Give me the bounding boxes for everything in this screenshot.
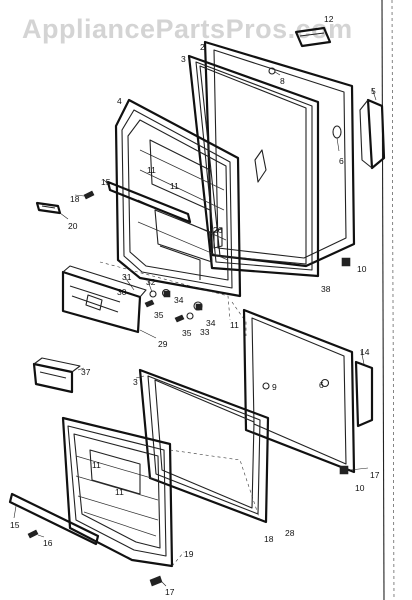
part-12-hinge-cover: [294, 26, 332, 48]
cabinet-edge: [381, 0, 385, 600]
callout-10: 10: [357, 264, 367, 274]
part-3-freezer-gasket: [187, 54, 320, 278]
callout-15: 15: [101, 177, 111, 187]
callout-11: 11: [147, 165, 156, 175]
part-10-upper-screw: [341, 257, 351, 267]
part-lower-inner-liner: [61, 416, 174, 568]
callout-11: 11: [170, 181, 179, 191]
callout-37: 37: [81, 367, 91, 377]
callout-35: 35: [154, 310, 164, 320]
callout-6: 6: [339, 156, 344, 166]
part-26-clip: [213, 227, 223, 249]
callout-17: 17: [165, 587, 175, 597]
callout-11: 11: [230, 320, 239, 330]
part-15-upper-shelf-bar: [103, 179, 192, 224]
callout-18: 18: [70, 194, 80, 204]
cabinet-edge-dash: [391, 0, 395, 600]
callout-35: 35: [182, 328, 192, 338]
callout-38: 38: [321, 284, 331, 294]
callout-16: 16: [43, 538, 53, 548]
callout-28: 28: [285, 528, 295, 538]
part-lower-outer-frame: [242, 308, 356, 474]
callout-32: 32: [146, 277, 156, 287]
callout-34: 34: [174, 295, 184, 305]
part-16-screw: [27, 529, 45, 539]
part-31-32-hinge-parts: [123, 275, 171, 298]
callout-6: 6: [319, 380, 324, 390]
callout-9: 9: [272, 382, 277, 392]
alignment-line-1: [99, 261, 231, 321]
callout-15: 15: [10, 520, 20, 530]
part-29-butter-compartment: [61, 265, 157, 339]
callout-33: 33: [200, 327, 210, 337]
callout-5: 5: [371, 86, 376, 96]
callout-3: 3: [181, 54, 186, 64]
part-8-screw: [268, 67, 281, 76]
callout-4: 4: [117, 96, 122, 106]
part-10-lower-screw: [339, 465, 369, 475]
part-15-lower-shelf-bar: [8, 492, 100, 546]
callout-30: 30: [117, 287, 127, 297]
callout-10: 10: [355, 483, 365, 493]
callout-8: 8: [280, 76, 285, 86]
part-6-bracket-lower: [320, 378, 330, 388]
part-4-freezer-inner-liner: [114, 98, 242, 298]
callout-26: 26: [213, 225, 223, 235]
callout-12: 12: [324, 14, 334, 24]
callout-17: 17: [370, 470, 380, 480]
part-14-lower-handle: [354, 349, 374, 428]
callout-18: 18: [264, 534, 274, 544]
callout-11: 11: [115, 487, 124, 497]
callout-31: 31: [122, 272, 132, 282]
part-37-bin: [32, 357, 85, 394]
part-20-bracket: [35, 201, 69, 220]
callout-19: 19: [184, 549, 194, 559]
part-9-screw: [262, 382, 270, 390]
watermark: AppliancePartsPros.com: [22, 14, 353, 44]
callout-34: 34: [206, 318, 216, 328]
alignment-line-2: [231, 301, 247, 336]
part-17-screw: [149, 575, 167, 587]
alignment-line-4: [171, 551, 185, 567]
callout-14: 14: [360, 347, 370, 357]
part-2-freezer-door-outer-frame: [203, 40, 356, 268]
callout-2: 2: [200, 42, 205, 52]
callout-20: 20: [68, 221, 78, 231]
part-18-screw: [74, 190, 95, 200]
part-35-33-34-screws: [144, 299, 203, 323]
part-5-upper-handle: [359, 87, 386, 170]
callout-29: 29: [158, 339, 168, 349]
callout-11: 11: [92, 460, 101, 470]
part-6-bracket-upper: [254, 125, 342, 183]
callout-3: 3: [133, 377, 138, 387]
